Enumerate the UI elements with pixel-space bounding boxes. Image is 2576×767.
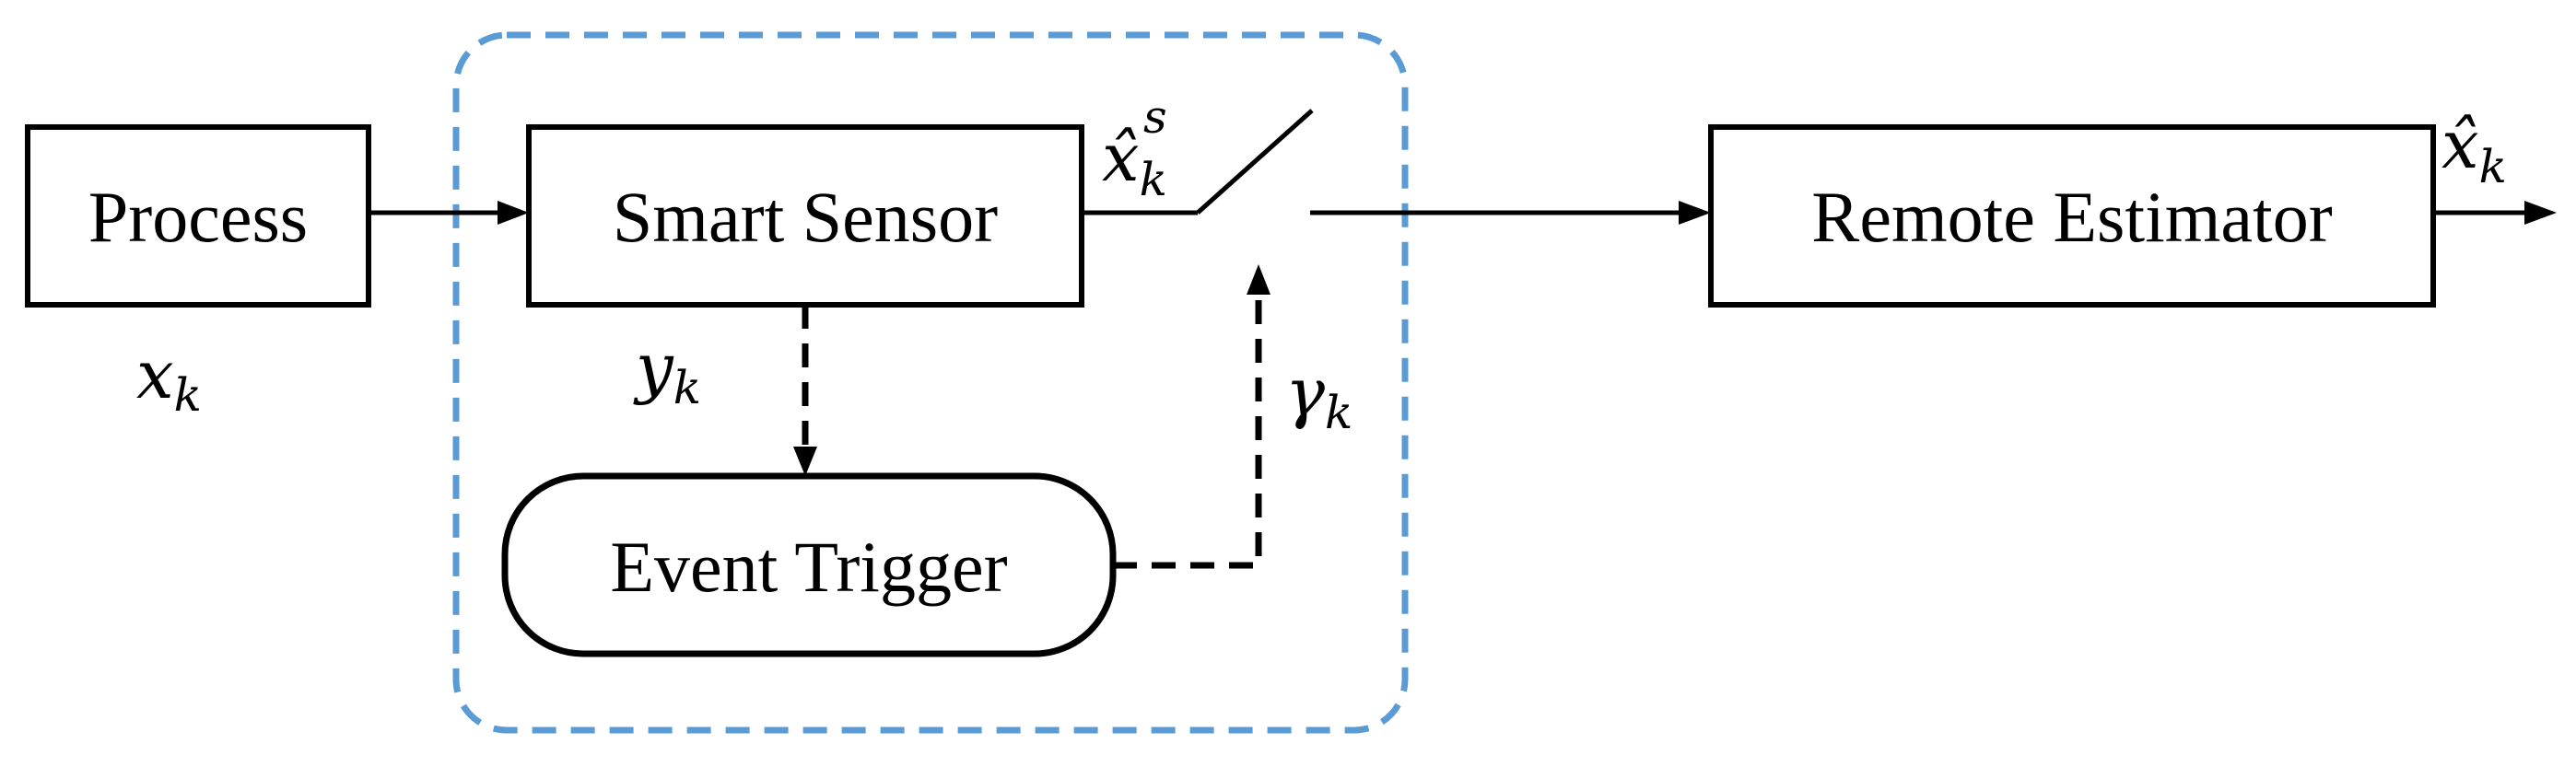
remote-estimator-label: Remote Estimator: [1811, 177, 2332, 257]
event-trigger-block[interactable]: Event Trigger: [501, 472, 1117, 657]
estimator-output-arrow: [2433, 201, 2557, 225]
switch-to-estimator-arrow: [1310, 201, 1711, 225]
process-to-sensor-arrow: [369, 201, 529, 225]
signal-x-hat-s-k-superscript: s: [1143, 90, 1167, 144]
trigger-to-switch-dashed-arrow: [1113, 264, 1270, 569]
process-label: Process: [88, 177, 308, 257]
signal-gamma-k: γk: [1285, 354, 1352, 439]
signal-x-hat-k: x̂k: [2441, 106, 2507, 193]
smart-sensor-group: [452, 31, 1409, 734]
switch-blade: [1196, 109, 1314, 215]
sensor-to-trigger-dashed-arrow: [793, 305, 817, 476]
signal-x-k: xk: [136, 336, 202, 422]
smart-sensor-label: Smart Sensor: [613, 177, 998, 257]
signal-y-k: yk: [633, 329, 701, 414]
smart-sensor-block[interactable]: Smart Sensor: [526, 124, 1084, 308]
process-block[interactable]: Process: [25, 124, 371, 308]
signal-x-hat-s-k: x̂k: [1102, 119, 1167, 206]
remote-estimator-block[interactable]: Remote Estimator: [1708, 124, 2436, 308]
event-trigger-label: Event Trigger: [610, 527, 1007, 607]
